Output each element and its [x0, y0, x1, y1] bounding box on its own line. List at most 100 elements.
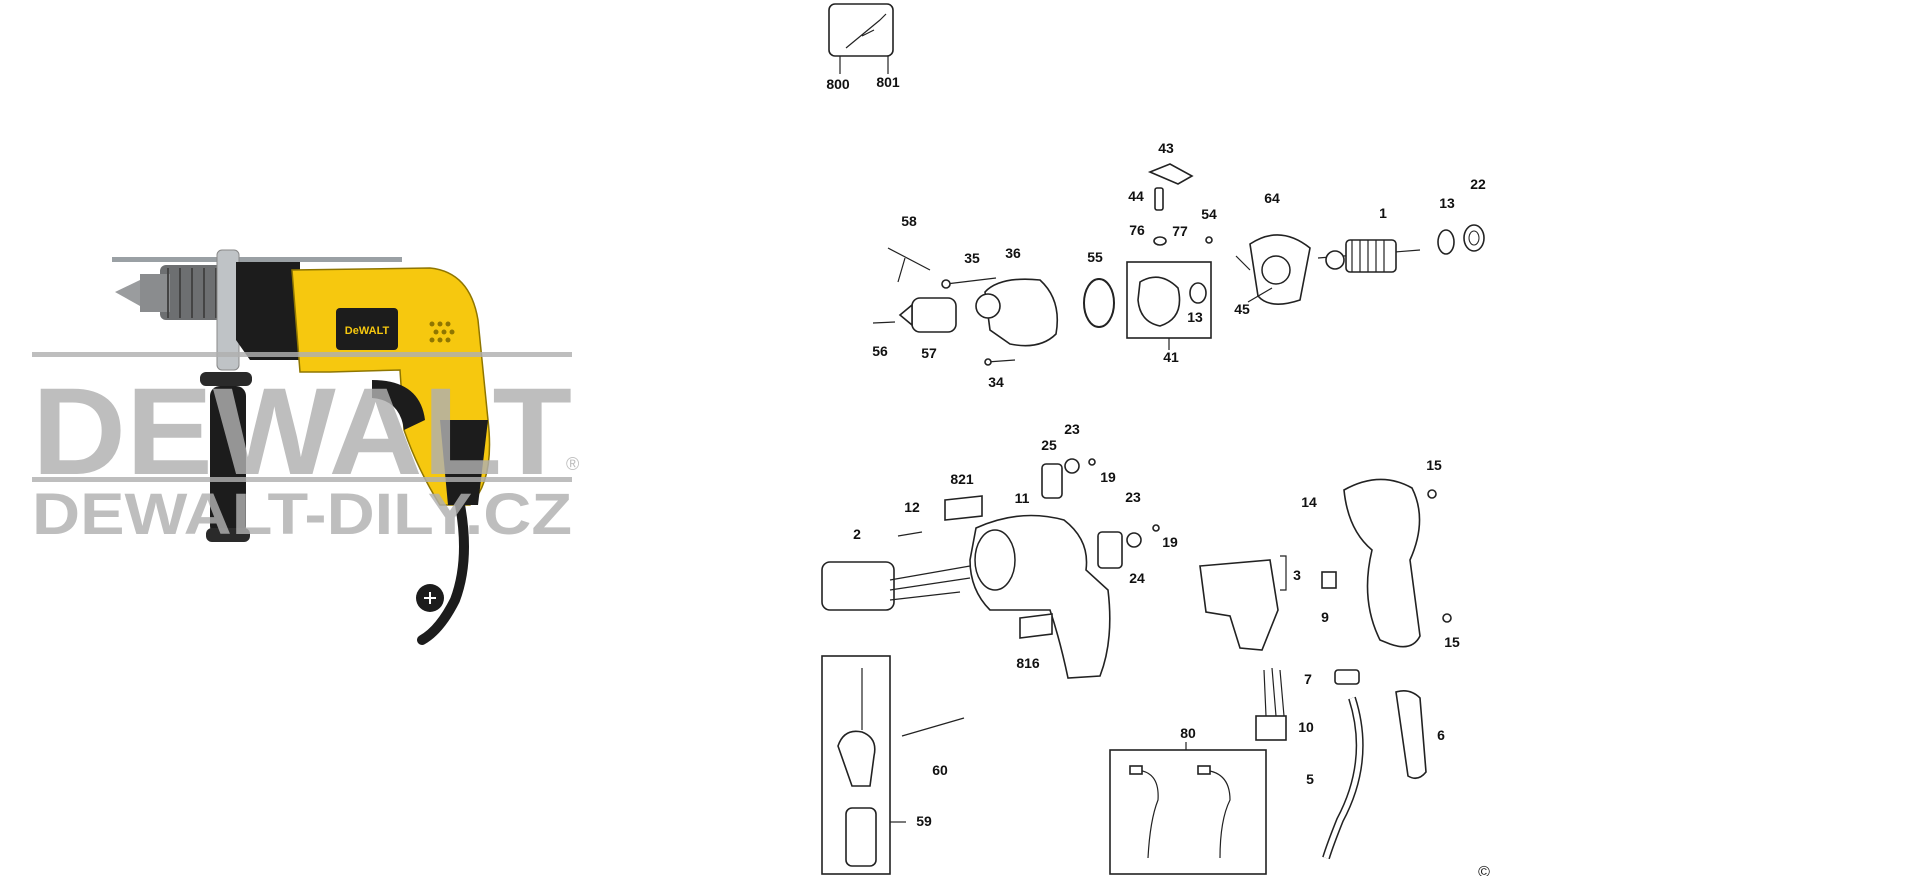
- switch-25: 25: [1041, 437, 1063, 499]
- knob-23-lower: 23: [1125, 489, 1142, 548]
- trigger: [372, 380, 425, 430]
- chuck-key-58: 58: [887, 213, 931, 283]
- bearing-13: 13: [1437, 195, 1455, 255]
- label-55: 55: [1087, 249, 1103, 265]
- label-2: 2: [853, 526, 861, 542]
- label-23-upper: 23: [1064, 421, 1080, 437]
- label-816: 816: [1016, 655, 1040, 671]
- label-10: 10: [1298, 719, 1314, 735]
- watermark-registered: ®: [566, 454, 579, 474]
- watermark: DEWALT ® DEWALT-DILY.CZ: [32, 352, 579, 547]
- product-image: DeWALT DEWALT ® DEWALT-DILY.CZ: [0, 0, 780, 876]
- label-15-upper: 15: [1426, 457, 1442, 473]
- screw-12: 12: [897, 499, 923, 537]
- screw-35: 35: [941, 250, 997, 289]
- accessory-box: 800 801: [826, 3, 900, 92]
- o-ring-55: 55: [1083, 249, 1115, 328]
- label-13-inner: 13: [1187, 309, 1203, 325]
- side-handle-box-59: 59: [821, 655, 932, 875]
- depth-rod: [112, 257, 402, 262]
- label-plate-821: 821: [944, 471, 983, 521]
- cord-clamp-7: 7: [1304, 669, 1360, 687]
- label-23-lower: 23: [1125, 489, 1141, 505]
- screw-54: 54: [1201, 206, 1217, 244]
- label-59: 59: [916, 813, 932, 829]
- switch-24: 24: [1097, 531, 1145, 586]
- cord-5: 5: [1306, 696, 1364, 860]
- label-41: 41: [1163, 349, 1179, 365]
- label-15-lower: 15: [1444, 634, 1460, 650]
- screw-19-upper: 19: [1088, 458, 1116, 485]
- label-14: 14: [1301, 494, 1317, 510]
- label-24: 24: [1129, 570, 1145, 586]
- label-7: 7: [1304, 671, 1312, 687]
- label-44: 44: [1128, 188, 1144, 204]
- label-25: 25: [1041, 437, 1057, 453]
- label-821: 821: [950, 471, 974, 487]
- vent-holes: [429, 321, 455, 343]
- screw-34: 34: [984, 358, 1016, 390]
- label-60: 60: [932, 762, 948, 778]
- label-45: 45: [1234, 301, 1250, 317]
- watermark-site: DEWALT-DILY.CZ: [32, 482, 572, 547]
- label-1: 1: [1379, 205, 1387, 221]
- brush-holder-box-80: 80: [1109, 725, 1267, 875]
- label-800: 800: [826, 76, 850, 92]
- label-9: 9: [1321, 609, 1329, 625]
- brush-10: 10: [1255, 667, 1314, 741]
- depth-rod-60: 60: [901, 717, 965, 778]
- field-2: 2: [821, 526, 971, 611]
- housing-11: 11: [969, 490, 1111, 679]
- switch-3: 3: [1199, 555, 1301, 651]
- label-11: 11: [1015, 490, 1030, 506]
- label-12: 12: [904, 499, 920, 515]
- exploded-parts-diagram: 800 801 43 44 54 76 77 58 35: [780, 0, 1932, 876]
- power-cord: [417, 500, 469, 645]
- label-77: 77: [1172, 223, 1188, 239]
- label-34: 34: [988, 374, 1004, 390]
- cover-43: 43: [1147, 140, 1194, 185]
- screw-56: 56: [872, 321, 896, 359]
- gear-assembly-box-41: 13 41: [1126, 261, 1212, 365]
- label-76: 76: [1129, 222, 1145, 238]
- knob-23-upper: 23: [1064, 421, 1080, 474]
- clip-44: 44: [1128, 187, 1164, 211]
- brand-badge: [336, 308, 398, 350]
- brand-badge-text: DeWALT: [345, 325, 390, 337]
- screw-19-lower: 19: [1152, 524, 1178, 550]
- chuck: [115, 265, 230, 320]
- copyright-mark: ©: [1478, 864, 1490, 876]
- handle-cover-14: 14: [1301, 478, 1421, 648]
- label-3: 3: [1293, 567, 1301, 583]
- label-54: 54: [1201, 206, 1217, 222]
- parts-diagram-svg: 800 801 43 44 54 76 77 58 35: [821, 3, 1490, 876]
- label-801: 801: [876, 74, 900, 90]
- screw-15-lower: 15: [1442, 613, 1460, 650]
- label-22: 22: [1470, 176, 1486, 192]
- gear-housing: [236, 262, 300, 360]
- side-grip: [200, 372, 252, 542]
- screw-15-upper: 15: [1426, 457, 1442, 499]
- rear-grip: [440, 420, 488, 505]
- capacitor-9: 9: [1321, 571, 1337, 625]
- label-64: 64: [1264, 190, 1280, 206]
- label-5: 5: [1306, 771, 1314, 787]
- label-80: 80: [1180, 725, 1196, 741]
- cord-protector-6: 6: [1395, 690, 1445, 780]
- armature-1: 1: [1317, 205, 1421, 273]
- label-35: 35: [964, 250, 980, 266]
- label-56: 56: [872, 343, 888, 359]
- label-36: 36: [1005, 245, 1021, 261]
- baffle-64: 64 45: [1234, 190, 1311, 317]
- watermark-brand: DEWALT: [32, 363, 572, 501]
- label-6: 6: [1437, 727, 1445, 743]
- gear-case-36: 36: [975, 245, 1059, 347]
- drill-illustration: DeWALT DEWALT ® DEWALT-DILY.CZ: [32, 249, 579, 645]
- label-43: 43: [1158, 140, 1174, 156]
- label-13: 13: [1439, 195, 1455, 211]
- label-19-lower: 19: [1162, 534, 1178, 550]
- label-57: 57: [921, 345, 937, 361]
- chuck-57: 57: [898, 297, 957, 361]
- label-19-upper: 19: [1100, 469, 1116, 485]
- spring-76-77: 76 77: [1129, 222, 1188, 246]
